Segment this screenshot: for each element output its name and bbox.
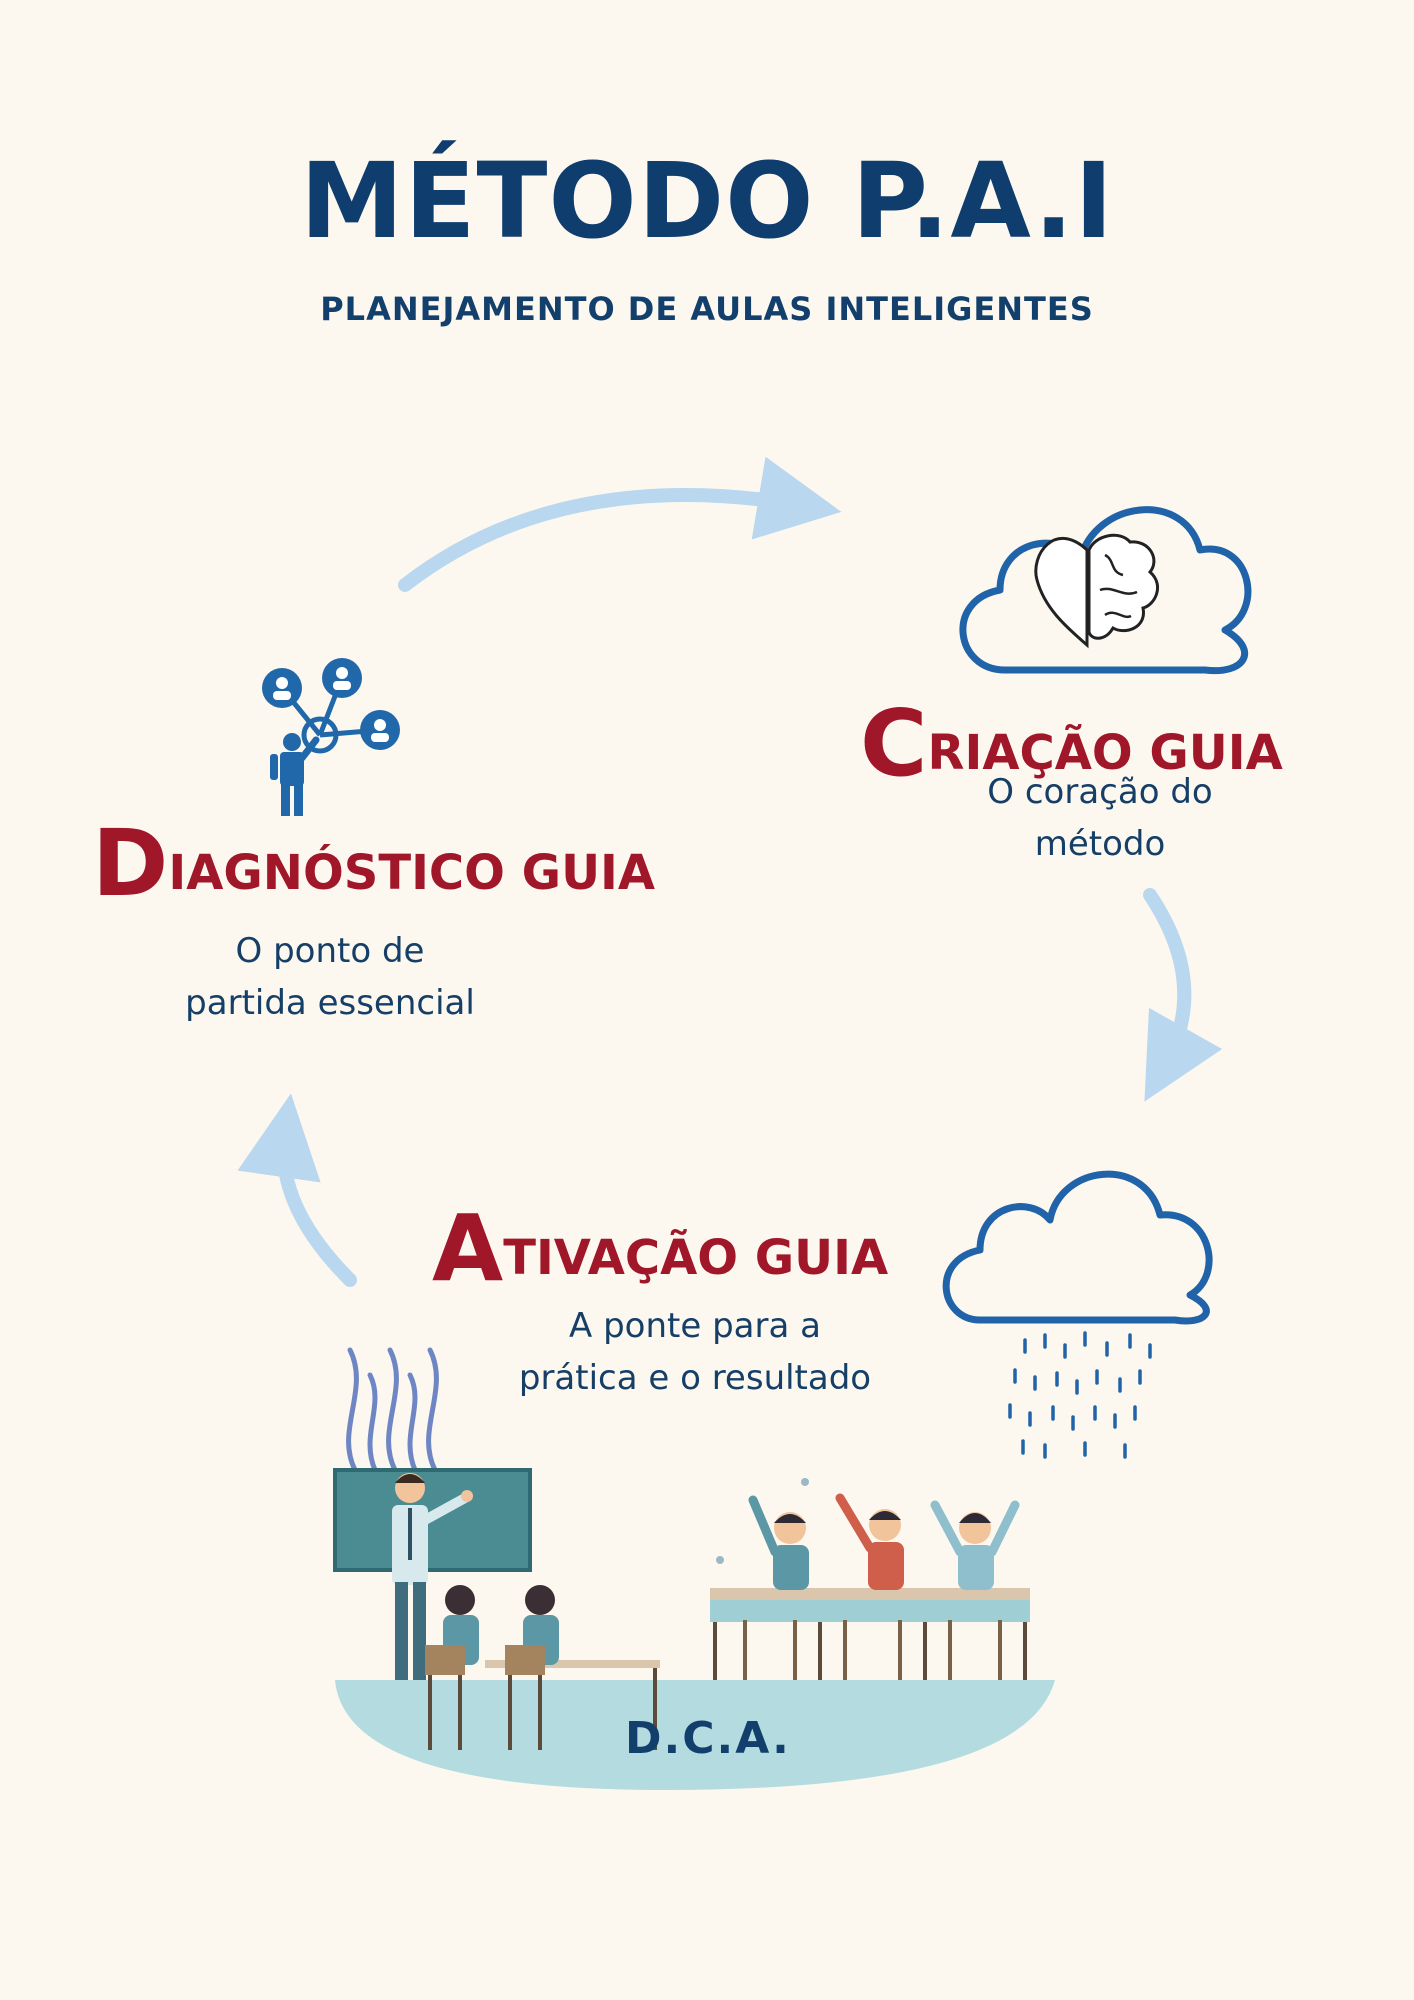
desc-line: método (1034, 824, 1166, 864)
step-ativacao-heading: ATIVAÇÃO GUIA (432, 1195, 888, 1302)
step-diagnostico-label: IAGNÓSTICO GUIA (168, 845, 656, 901)
chairs-right (743, 1620, 1002, 1680)
classroom-illustration (333, 1347, 1055, 1790)
page-title: MÉTODO P.A.I (299, 140, 1115, 262)
desc-line: partida essencial (185, 983, 475, 1023)
step-criacao-heading: CRIAÇÃO GUIA (860, 690, 1283, 797)
arrow-left (237, 1093, 357, 1287)
seated-students-left (425, 1585, 660, 1750)
rain-cloud-icon (942, 1170, 1213, 1459)
network-people-icon (262, 658, 400, 816)
step-diagnostico-desc: O ponto de partida essencial (130, 925, 530, 1029)
desc-line: A ponte para a (569, 1306, 821, 1346)
step-ativacao-label: TIVAÇÃO GUIA (503, 1230, 889, 1286)
step-diagnostico-initial: D (92, 810, 169, 917)
students-raising-hands (716, 1478, 1020, 1590)
steam-lines (346, 1347, 439, 1473)
raindrops (1008, 1331, 1152, 1459)
page-subtitle: PLANEJAMENTO DE AULAS INTELIGENTES (320, 290, 1094, 328)
classroom-label: D.C.A. (625, 1713, 791, 1764)
desc-line: O coração do (987, 772, 1213, 812)
arrow-right (1143, 888, 1223, 1102)
step-criacao-desc: O coração do método (900, 766, 1300, 870)
step-ativacao-desc: A ponte para a prática e o resultado (470, 1300, 920, 1404)
step-criacao-label: RIAÇÃO GUIA (927, 725, 1283, 781)
step-criacao-initial: C (860, 690, 928, 797)
desc-line: O ponto de (235, 931, 425, 971)
step-diagnostico-heading: DIAGNÓSTICO GUIA (92, 810, 655, 917)
student-desks-right (710, 1588, 1030, 1680)
brain-heart-cloud-icon (959, 506, 1252, 675)
step-ativacao-initial: A (432, 1195, 504, 1302)
desc-line: prática e o resultado (518, 1358, 872, 1398)
teacher-figure (392, 1473, 473, 1680)
arrow-top (398, 456, 842, 592)
